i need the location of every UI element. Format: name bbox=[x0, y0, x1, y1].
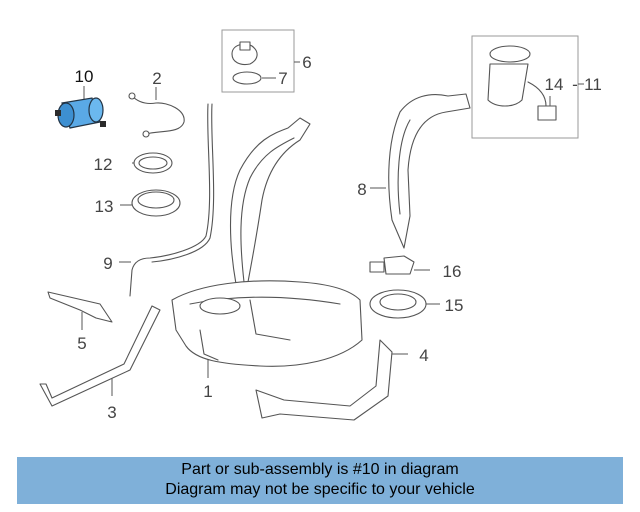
banner-line-2: Diagram may not be specific to your vehi… bbox=[165, 481, 475, 498]
part-2-wire bbox=[128, 87, 185, 138]
callout-12: 12 bbox=[94, 155, 113, 174]
callout-13: 13 bbox=[95, 197, 114, 216]
callout-6: 6 bbox=[302, 53, 311, 72]
callout-3: 3 bbox=[107, 403, 116, 422]
part-12-lock-ring bbox=[132, 152, 173, 174]
part-11-pump-module bbox=[487, 45, 557, 121]
part-5-bracket bbox=[47, 291, 113, 330]
callout-11: 11 bbox=[584, 75, 602, 94]
part-10-fuel-filter[interactable] bbox=[55, 86, 106, 129]
callout-1: 1 bbox=[203, 382, 212, 401]
callout-dash: - bbox=[572, 75, 578, 94]
part-1-fuel-tank bbox=[171, 117, 363, 378]
callout-16: 16 bbox=[443, 262, 462, 281]
callout-10: 10 bbox=[75, 67, 94, 86]
part-9-vent-line bbox=[119, 103, 215, 297]
group-box-6-7 bbox=[221, 29, 295, 93]
part-15-ring bbox=[369, 289, 440, 319]
callout-7: 7 bbox=[278, 69, 287, 88]
part-4-heat-shield bbox=[255, 339, 408, 421]
banner-line-1: Part or sub-assembly is #10 in diagram bbox=[181, 461, 459, 478]
callout-4: 4 bbox=[419, 346, 428, 365]
part-13-seal bbox=[120, 189, 181, 217]
callout-9: 9 bbox=[103, 254, 112, 273]
part-7-o-ring bbox=[232, 71, 276, 85]
part-6-cap bbox=[231, 41, 258, 66]
callout-5: 5 bbox=[77, 334, 86, 353]
group-box-11-14 bbox=[471, 35, 579, 139]
parts-diagram: 10 2 12 13 9 5 3 bbox=[39, 29, 602, 422]
part-16-connector bbox=[369, 255, 430, 275]
callout-8: 8 bbox=[357, 180, 366, 199]
part-3-strap bbox=[39, 305, 161, 407]
callout-2: 2 bbox=[152, 69, 161, 88]
callout-15: 15 bbox=[445, 296, 464, 315]
callout-14: 14 bbox=[545, 75, 564, 94]
part-8-filler-pipe bbox=[370, 93, 471, 249]
info-banner: Part or sub-assembly is #10 in diagram D… bbox=[17, 457, 623, 504]
